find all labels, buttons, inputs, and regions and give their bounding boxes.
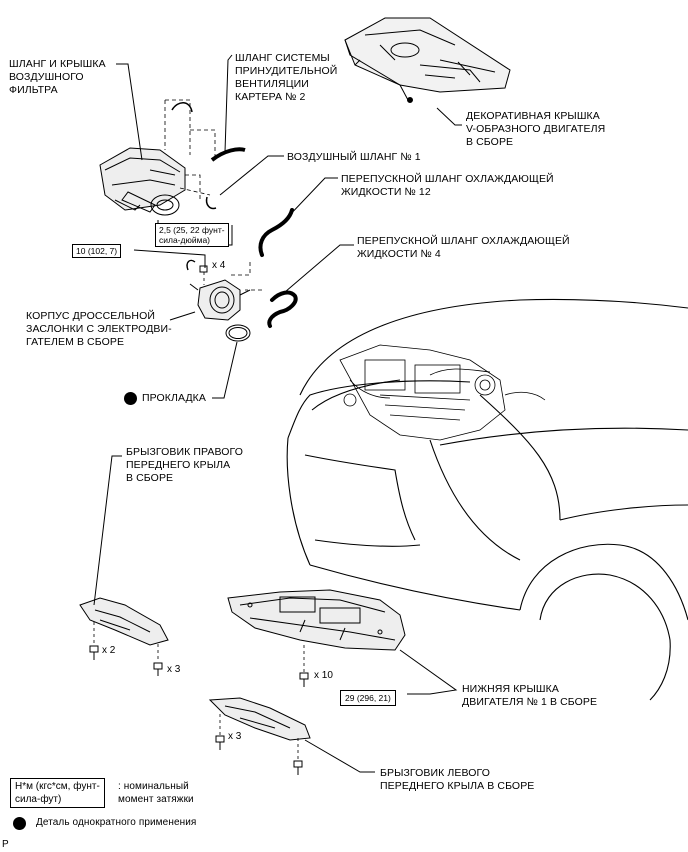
engine-under-cover-part <box>227 589 406 651</box>
label-air-hose: ВОЗДУШНЫЙ ШЛАНГ № 1 <box>287 151 421 163</box>
qty-lh-bolts: x 3 <box>228 731 242 742</box>
air-cleaner-part <box>99 102 246 216</box>
rh-splash-shield-part <box>79 597 169 646</box>
legend-non-reusable-icon <box>13 817 26 830</box>
non-reusable-mark-icon <box>124 392 137 405</box>
torque-box-under-cover-bolt: 29 (296, 21) <box>340 690 396 706</box>
label-throttle-body: КОРПУС ДРОССЕЛЬНОЙ ЗАСЛОНКИ С ЭЛЕКТРОДВИ… <box>26 310 172 348</box>
qty-rh-bolts-b: x 3 <box>167 664 181 675</box>
legend-torque-unit: Н*м (кгс*см, фунт- сила-фут) <box>10 778 105 808</box>
torque-box-throttle-bolt: 10 (102, 7) <box>72 244 122 258</box>
label-gasket: ПРОКЛАДКА <box>142 392 206 404</box>
qty-under-cover-bolts: x 10 <box>314 670 333 681</box>
lh-bolt-icons <box>215 735 303 775</box>
throttle-bolt-icon <box>199 265 208 273</box>
vehicle-outline <box>286 298 688 701</box>
leader-lines <box>93 54 462 773</box>
engine-cover-part <box>344 17 511 103</box>
label-bypass-hose-4: ПЕРЕПУСКНОЙ ШЛАНГ ОХЛАЖДАЮЩЕЙ ЖИДКОСТИ №… <box>357 235 570 260</box>
label-vent-hose: ШЛАНГ СИСТЕМЫ ПРИНУДИТЕЛЬНОЙ ВЕНТИЛЯЦИИ … <box>235 52 338 103</box>
legend-non-reusable-text: Деталь однократного применения <box>36 817 197 828</box>
torque-box-hose-clamp: 2,5 (25, 22 фунт- сила-дюйма) <box>155 223 229 247</box>
throttle-body-part <box>186 259 251 342</box>
corner-mark: P <box>2 839 9 850</box>
legend-torque-description: : номинальный момент затяжки <box>118 781 194 805</box>
label-engine-cover: ДЕКОРАТИВНАЯ КРЫШКА V-ОБРАЗНОГО ДВИГАТЕЛ… <box>466 110 606 148</box>
rh-bolt-icons <box>89 645 163 676</box>
label-rh-splash-shield: БРЫЗГОВИК ПРАВОГО ПЕРЕДНЕГО КРЫЛА В СБОР… <box>126 446 244 484</box>
lh-splash-shield-part <box>208 697 311 741</box>
air-cleaner-assembly-lines <box>164 99 216 200</box>
label-bypass-hose-12: ПЕРЕПУСКНОЙ ШЛАНГ ОХЛАЖДАЮЩЕЙ ЖИДКОСТИ №… <box>341 173 554 198</box>
engine-bay-detail <box>339 344 546 441</box>
qty-rh-bolts-a: x 2 <box>102 645 116 656</box>
label-air-cleaner-hose: ШЛАНГ И КРЫШКА ВОЗДУШНОГО ФИЛЬТРА <box>9 58 106 96</box>
label-engine-under-cover: НИЖНЯЯ КРЫШКА ДВИГАТЕЛЯ № 1 В СБОРЕ <box>462 683 598 708</box>
qty-throttle-bolts: x 4 <box>212 260 226 271</box>
bypass-hose-parts <box>258 208 298 328</box>
under-cover-bolt-icon <box>299 672 309 687</box>
label-lh-splash-shield: БРЫЗГОВИК ЛЕВОГО ПЕРЕДНЕГО КРЫЛА В СБОРЕ <box>380 767 535 792</box>
